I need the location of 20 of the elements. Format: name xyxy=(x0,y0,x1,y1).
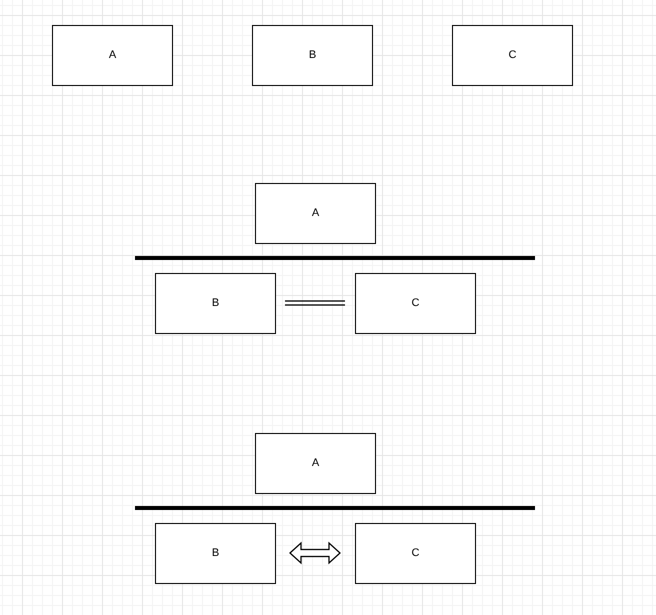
node-label: A xyxy=(108,49,116,62)
node-label: A xyxy=(312,207,320,220)
process-box xyxy=(252,25,373,86)
process-box xyxy=(355,523,476,584)
node-label: B xyxy=(308,49,316,62)
node-label: C xyxy=(412,547,420,560)
process-box xyxy=(155,273,276,334)
node-label: A xyxy=(312,457,320,470)
process-box xyxy=(52,25,173,86)
node-label: B xyxy=(212,547,220,560)
process-box xyxy=(155,523,276,584)
node-label: B xyxy=(212,297,220,310)
process-box xyxy=(355,273,476,334)
process-box xyxy=(255,433,376,494)
process-box xyxy=(255,183,376,244)
process-box xyxy=(452,25,573,86)
node-label: C xyxy=(412,297,420,310)
double-line xyxy=(284,300,346,306)
double-headed-arrow xyxy=(289,542,341,564)
node-label: C xyxy=(508,49,516,62)
